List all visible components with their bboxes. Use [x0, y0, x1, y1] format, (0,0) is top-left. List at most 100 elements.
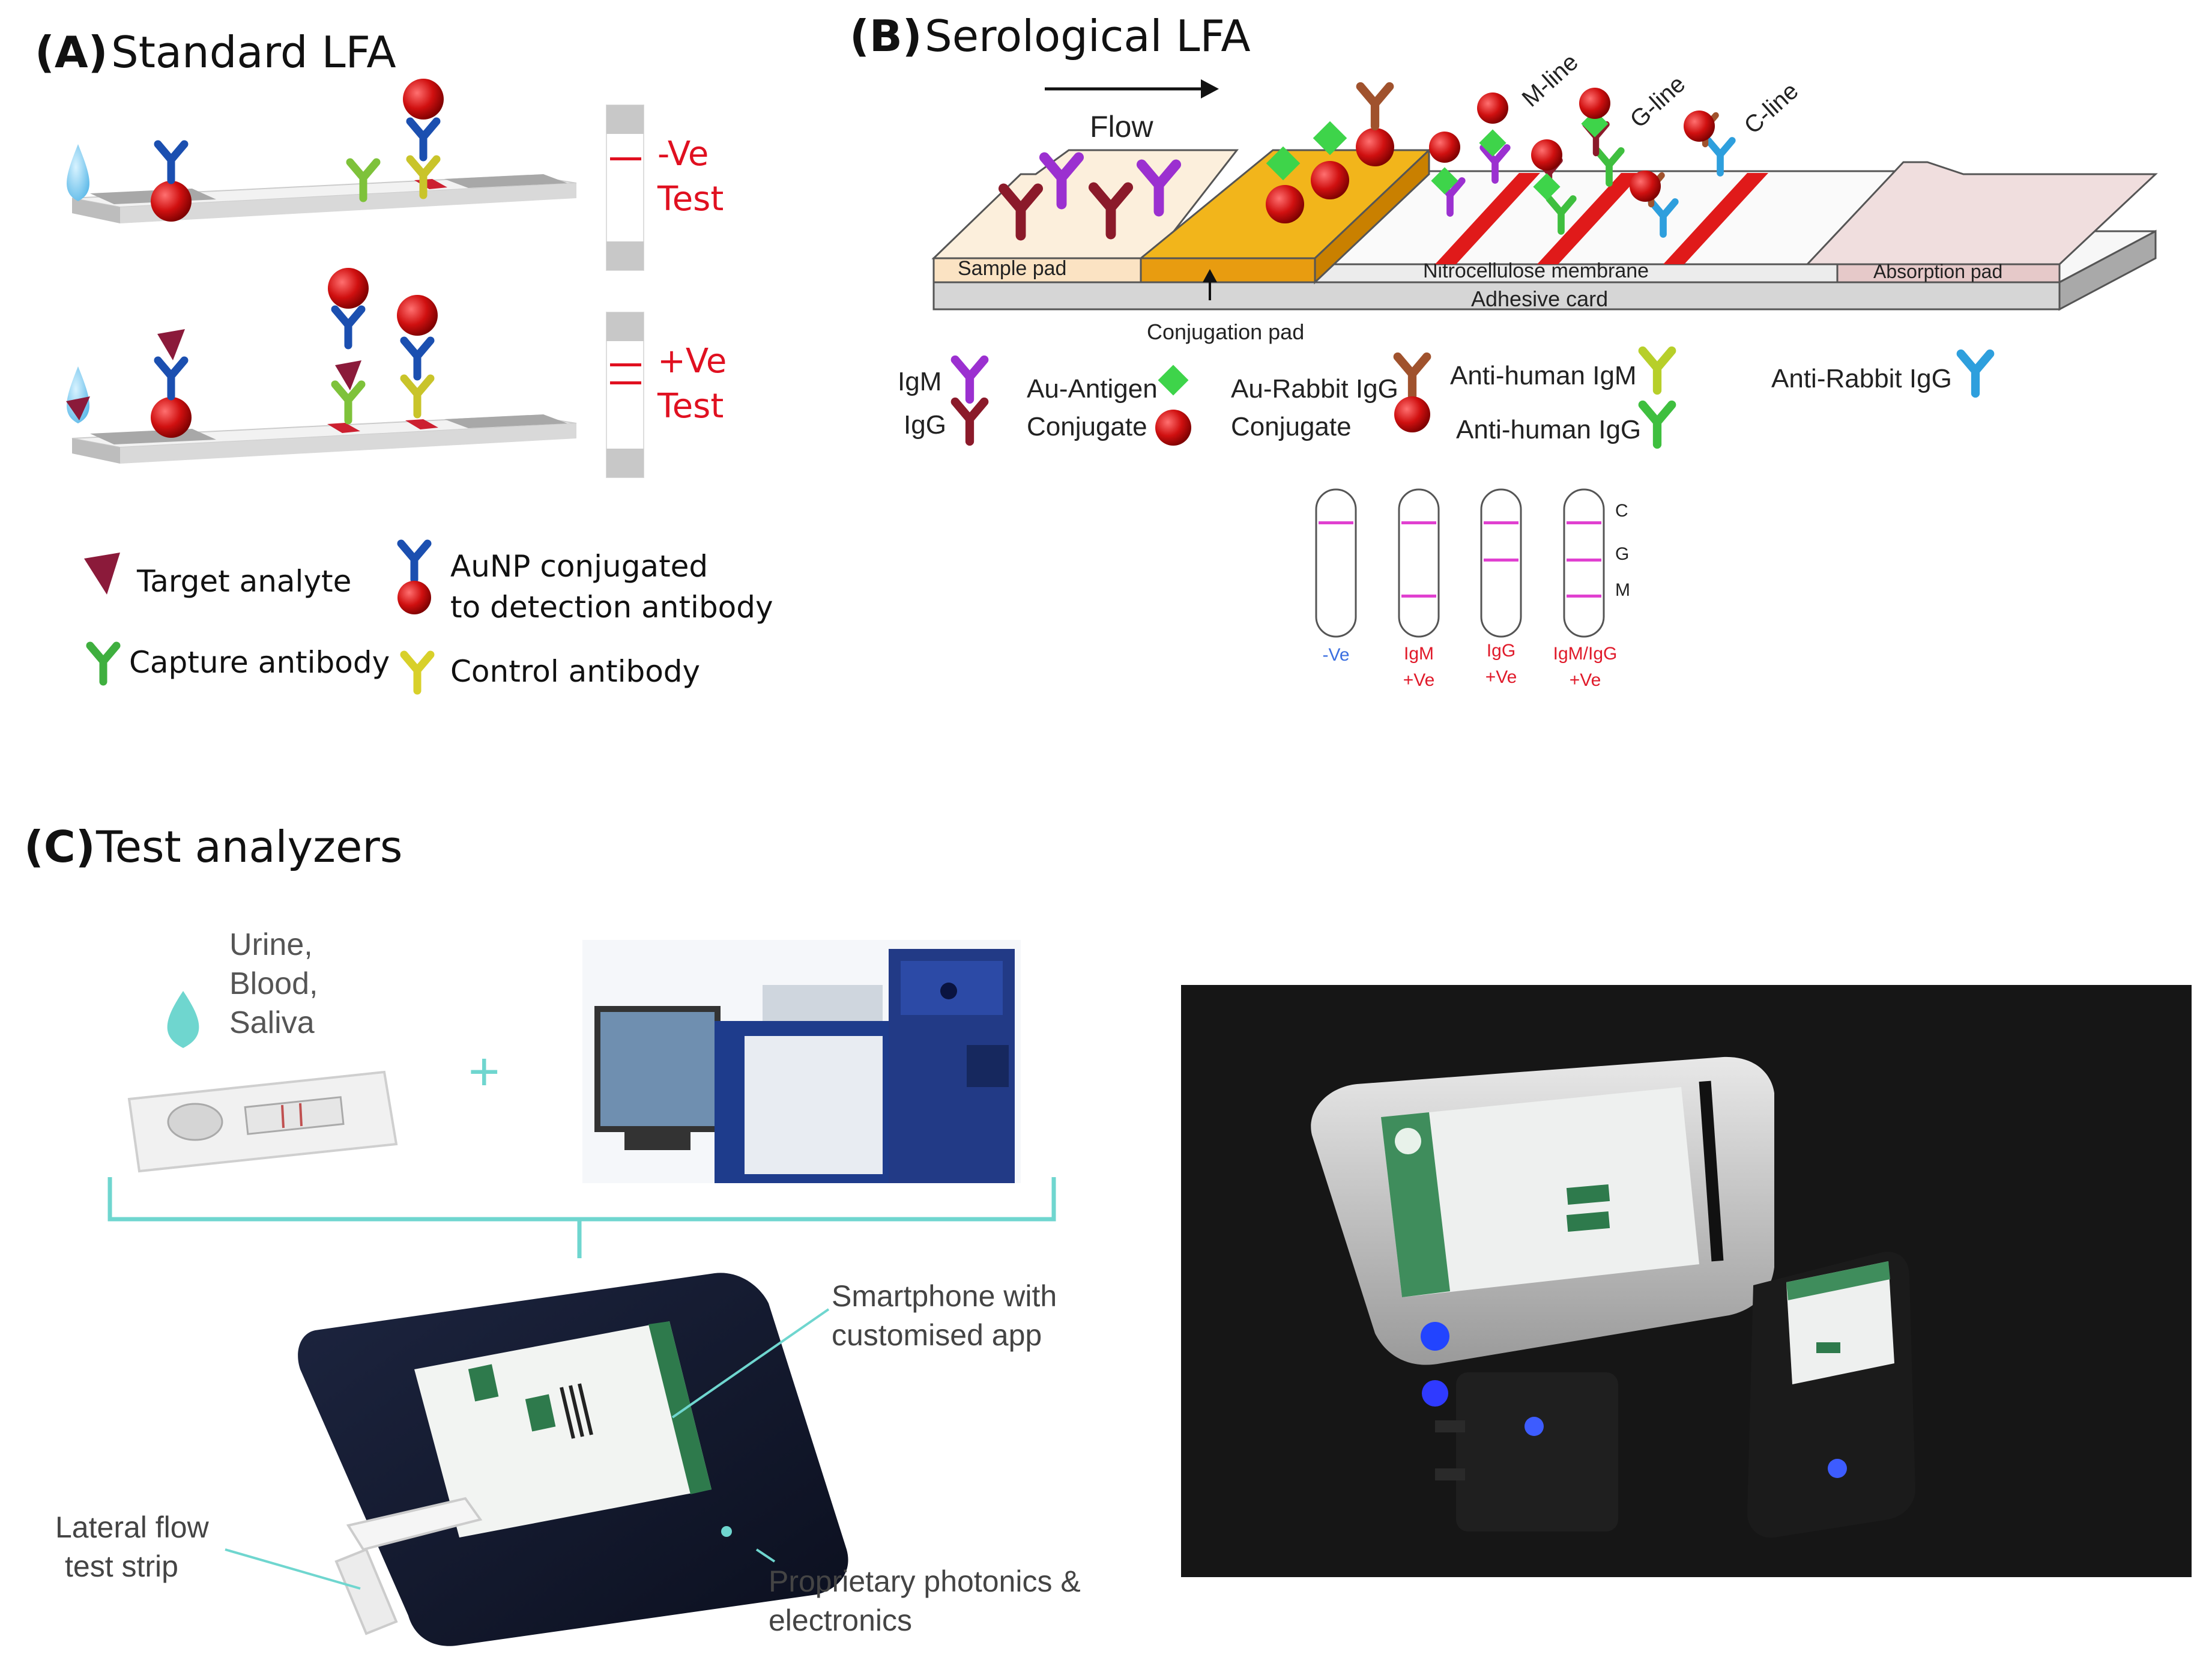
absorption-pad-label: Absorption pad — [1873, 261, 2002, 282]
gold-nanoparticle-icon — [1394, 396, 1430, 432]
au-antigen-conjugate-icon — [1266, 185, 1304, 223]
panel-b-legend: IgM IgG Au-Antigen Conjugate Au-Rabbit I… — [898, 351, 1990, 446]
gold-nanoparticle-icon — [1155, 410, 1191, 446]
sample-saliva: Saliva — [229, 1005, 315, 1040]
strip-letter-g: G — [1615, 544, 1629, 564]
photonics-label-line1: Proprietary photonics & — [769, 1565, 1081, 1598]
legend-au-rabbit-line1: Au-Rabbit IgG — [1231, 374, 1398, 404]
legend-capture-antibody: Capture antibody — [129, 645, 390, 680]
analyzer-screen — [1381, 1087, 1699, 1297]
aunp-icon — [328, 268, 369, 309]
g-line-label: G-line — [1625, 71, 1691, 133]
sample-blood: Blood, — [229, 966, 318, 1001]
legend-control-antibody: Control antibody — [450, 654, 700, 689]
panel-a-legend: Target analyte AuNP conjugated to detect… — [84, 544, 773, 691]
detection-antibody-icon — [158, 144, 184, 180]
test-strip-inserted — [346, 1497, 483, 1551]
lfa-cassette — [127, 1070, 398, 1173]
legend-aunp-line1: AuNP conjugated — [450, 549, 708, 584]
panel-b-letter: (B) — [850, 11, 922, 61]
result-label-negative: -Ve — [1322, 645, 1349, 665]
anti-rabbit-igg-icon — [1961, 354, 1990, 393]
capture-antibody-icon — [90, 646, 116, 682]
anti-rabbit-igg-icon — [1708, 141, 1732, 173]
result-label-igg-line2: +Ve — [1485, 667, 1517, 687]
bracket-connector — [107, 1177, 1056, 1258]
conjugation-pad-label: Conjugation pad — [1147, 320, 1304, 344]
detection-antibody-icon — [158, 360, 184, 396]
aunp-icon — [151, 181, 192, 222]
benchtop-analyzer-photo — [1181, 985, 2192, 1577]
aunp-detection-icon — [397, 544, 431, 614]
panel-a-title: Standard LFA — [111, 27, 396, 77]
result-label-igm-igg-line2: +Ve — [1570, 670, 1601, 690]
control-antibody-icon — [404, 378, 431, 414]
m-line-label: M-line — [1517, 49, 1583, 112]
aunp-icon — [403, 79, 444, 120]
strip-label-line2: test strip — [65, 1549, 178, 1583]
legend-au-antigen-line2: Conjugate — [1027, 412, 1147, 441]
result-strip-positive: +Ve Test — [606, 312, 727, 478]
target-analyte-icon — [157, 329, 185, 360]
result-label-igm-line1: IgM — [1404, 644, 1434, 664]
serological-strip: Adhesive card Nitrocellulose membrane Sa… — [931, 49, 2158, 344]
legend-au-antigen-line1: Au-Antigen — [1027, 374, 1158, 404]
panel-b: (B) Serological LFA Flow Adhesive card N… — [850, 11, 2158, 690]
standard-lfa-strip-positive — [66, 268, 577, 464]
panel-b-title: Serological LFA — [925, 11, 1251, 61]
igm-antibody-icon — [955, 360, 984, 399]
positive-label: +Ve — [657, 342, 727, 381]
result-label-igm-line2: +Ve — [1403, 670, 1435, 690]
panel-a: (A) Standard LFA -Ve Test — [35, 27, 773, 691]
callouts: Smartphone with customised app Lateral f… — [55, 1279, 1081, 1637]
flow-label: Flow — [1090, 110, 1153, 144]
legend-anti-human-igm: Anti-human IgM — [1450, 361, 1637, 390]
legend-aunp-line2: to detection antibody — [450, 590, 773, 625]
adhesive-card-label: Adhesive card — [1471, 286, 1608, 311]
legend-target-analyte: Target analyte — [136, 564, 351, 599]
c-line-label: C-line — [1739, 77, 1804, 139]
result-strip-negative — [1315, 488, 1357, 638]
au-rabbit-conjugate-icon — [1356, 128, 1394, 166]
sample-drop-icon — [167, 991, 199, 1048]
test-label: Test — [657, 387, 724, 426]
panel-a-letter: (A) — [35, 27, 108, 77]
detection-antibody-icon — [335, 309, 361, 345]
sample-drop-icon — [67, 144, 89, 201]
target-analyte-icon — [84, 553, 120, 595]
target-analyte-icon — [335, 360, 361, 390]
detection-antibody-icon — [404, 341, 431, 377]
capture-antibody-icon — [335, 384, 361, 420]
sample-pad-label: Sample pad — [958, 257, 1066, 280]
result-strip-igm-igg — [1563, 488, 1605, 638]
panel-c-title: Test analyzers — [95, 822, 402, 872]
test-label: Test — [657, 180, 724, 219]
anti-human-igm-icon — [1643, 351, 1672, 390]
detection-antibody-icon — [410, 121, 437, 157]
standard-lfa-strip-negative — [67, 79, 577, 223]
antigen-icon — [1158, 365, 1189, 396]
nitrocellulose-label: Nitrocellulose membrane — [1423, 259, 1649, 282]
result-label-igg-line1: IgG — [1487, 641, 1515, 661]
strip-letter-c: C — [1615, 501, 1628, 521]
strip-letter-m: M — [1615, 580, 1630, 600]
result-strip-igm — [1398, 488, 1440, 638]
anti-human-igg-icon — [1643, 405, 1672, 444]
au-antigen-conjugate-icon — [1311, 161, 1349, 199]
legend-au-rabbit-line2: Conjugate — [1231, 412, 1352, 441]
panel-c: (C) Test analyzers Urine, Blood, Saliva … — [24, 822, 2192, 1646]
sample-urine: Urine, — [229, 927, 313, 962]
result-strips: C G M -Ve IgM +Ve IgG +Ve IgM/IgG +Ve — [1315, 488, 1630, 690]
lab-analyzer — [582, 940, 1021, 1183]
result-strip-igg — [1480, 488, 1522, 638]
result-label-igm-igg-line1: IgM/IgG — [1553, 644, 1618, 664]
target-analyte-icon — [66, 396, 90, 420]
photonics-label-line2: electronics — [769, 1604, 912, 1637]
plus-sign: + — [468, 1042, 500, 1102]
negative-label: -Ve — [657, 135, 709, 174]
smartphone-label-line1: Smartphone with — [832, 1279, 1057, 1313]
igg-antibody-icon — [955, 402, 984, 441]
rabbit-igg-icon — [1398, 357, 1427, 396]
legend-anti-rabbit-igg: Anti-Rabbit IgG — [1771, 364, 1952, 393]
